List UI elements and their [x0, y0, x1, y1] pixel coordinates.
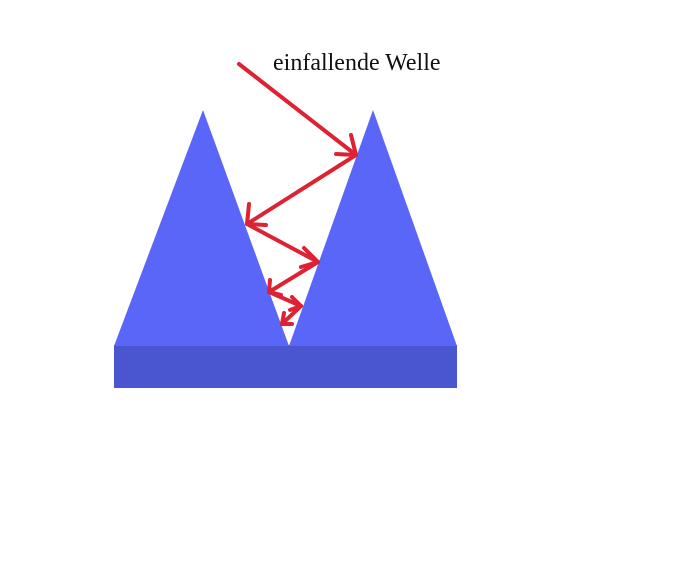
- arrowhead-5: [288, 295, 303, 312]
- absorber-base: [114, 345, 457, 388]
- reflection-ray-1: [245, 153, 358, 226]
- arrowhead-1: [334, 133, 358, 157]
- arrowhead-2: [245, 202, 268, 227]
- incident-wave-label: einfallende Welle: [273, 50, 441, 76]
- arrowhead-3: [299, 246, 320, 269]
- arrowhead-4: [267, 278, 283, 297]
- incident-ray: [237, 62, 358, 157]
- arrowhead-6: [280, 311, 294, 326]
- right-pyramid: [289, 110, 457, 346]
- reflection-ray-2: [245, 222, 320, 264]
- reflected-wave-path: [237, 62, 358, 326]
- reflection-ray-3: [267, 260, 320, 294]
- left-pyramid: [114, 110, 289, 346]
